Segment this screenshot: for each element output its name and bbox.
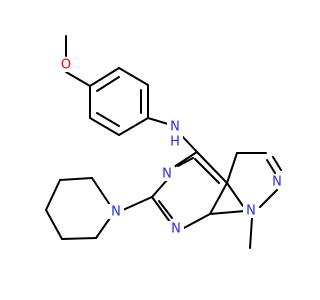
atom-label-pyrazole-n-upper: N bbox=[269, 174, 285, 190]
pyrimidine-bond bbox=[196, 151, 228, 184]
pyrimidine-double-bond bbox=[194, 158, 220, 184]
piperidine-bond bbox=[91, 177, 111, 206]
pyrazole-ring bbox=[209, 152, 282, 215]
phenyl-double-bond bbox=[96, 112, 120, 127]
phenyl-bond bbox=[118, 117, 149, 136]
core-piperidine-bond bbox=[122, 196, 153, 211]
amine-core-bond bbox=[181, 135, 198, 153]
pyrazole-bond bbox=[209, 210, 246, 215]
phenyl-amine-bond bbox=[147, 117, 169, 125]
svg-text:N: N bbox=[272, 175, 282, 190]
atom-label-piperidine-n: N bbox=[108, 204, 124, 220]
pyrazole-double-bond bbox=[266, 159, 276, 174]
phenyl-double-bond bbox=[96, 76, 120, 92]
svg-text:N: N bbox=[171, 222, 181, 237]
piperidine-bond bbox=[45, 209, 63, 240]
phenyl-bond bbox=[118, 67, 149, 86]
atom-label-amine: N H bbox=[167, 119, 183, 150]
atom-label-methoxy-oxygen: O bbox=[59, 57, 73, 73]
methoxy-group bbox=[65, 35, 91, 87]
piperidine-bond bbox=[59, 177, 93, 181]
phenyl-ring bbox=[89, 67, 149, 136]
atom-label-pyrimidine-n-lower: N bbox=[168, 221, 184, 237]
pyrazole-bond bbox=[259, 189, 278, 208]
pyrimidine-bond bbox=[181, 213, 211, 230]
svg-text:N: N bbox=[246, 204, 256, 219]
structure-drawing: O N H N N N N N bbox=[45, 35, 285, 249]
svg-text:N: N bbox=[111, 205, 121, 220]
svg-text:O: O bbox=[61, 58, 71, 73]
pyrimidine-bond bbox=[151, 196, 171, 223]
pyrazole-bond bbox=[226, 152, 238, 184]
piperidine-bond bbox=[61, 237, 97, 240]
pyrimidine-ring bbox=[151, 151, 228, 230]
pyrimidine-bond bbox=[209, 182, 228, 215]
phenyl-bond bbox=[89, 117, 120, 136]
pyrimidine-bond bbox=[173, 151, 198, 168]
pyrimidine-double-bond bbox=[177, 157, 194, 167]
pyrazole-double-bond bbox=[272, 156, 282, 171]
svg-text:N: N bbox=[170, 120, 180, 135]
phenyl-bond bbox=[89, 67, 120, 87]
molecule-diagram: O N H N N N N N bbox=[45, 35, 285, 249]
piperidine-ring bbox=[45, 177, 111, 240]
pyrimidine-bond bbox=[151, 179, 168, 198]
atom-label-pyrazole-n-lower: N bbox=[243, 203, 259, 219]
svg-text:N: N bbox=[162, 167, 172, 182]
piperidine-bond bbox=[95, 217, 111, 239]
n-methyl-bond bbox=[249, 217, 253, 249]
pyrimidine-double-bond bbox=[158, 200, 173, 219]
pyrazole-bond bbox=[226, 182, 244, 207]
oxygen-ring-bond bbox=[65, 71, 91, 87]
piperidine-bond bbox=[45, 179, 61, 211]
svg-text:H: H bbox=[170, 135, 180, 150]
atom-label-pyrimidine-n-upper: N bbox=[159, 166, 175, 182]
